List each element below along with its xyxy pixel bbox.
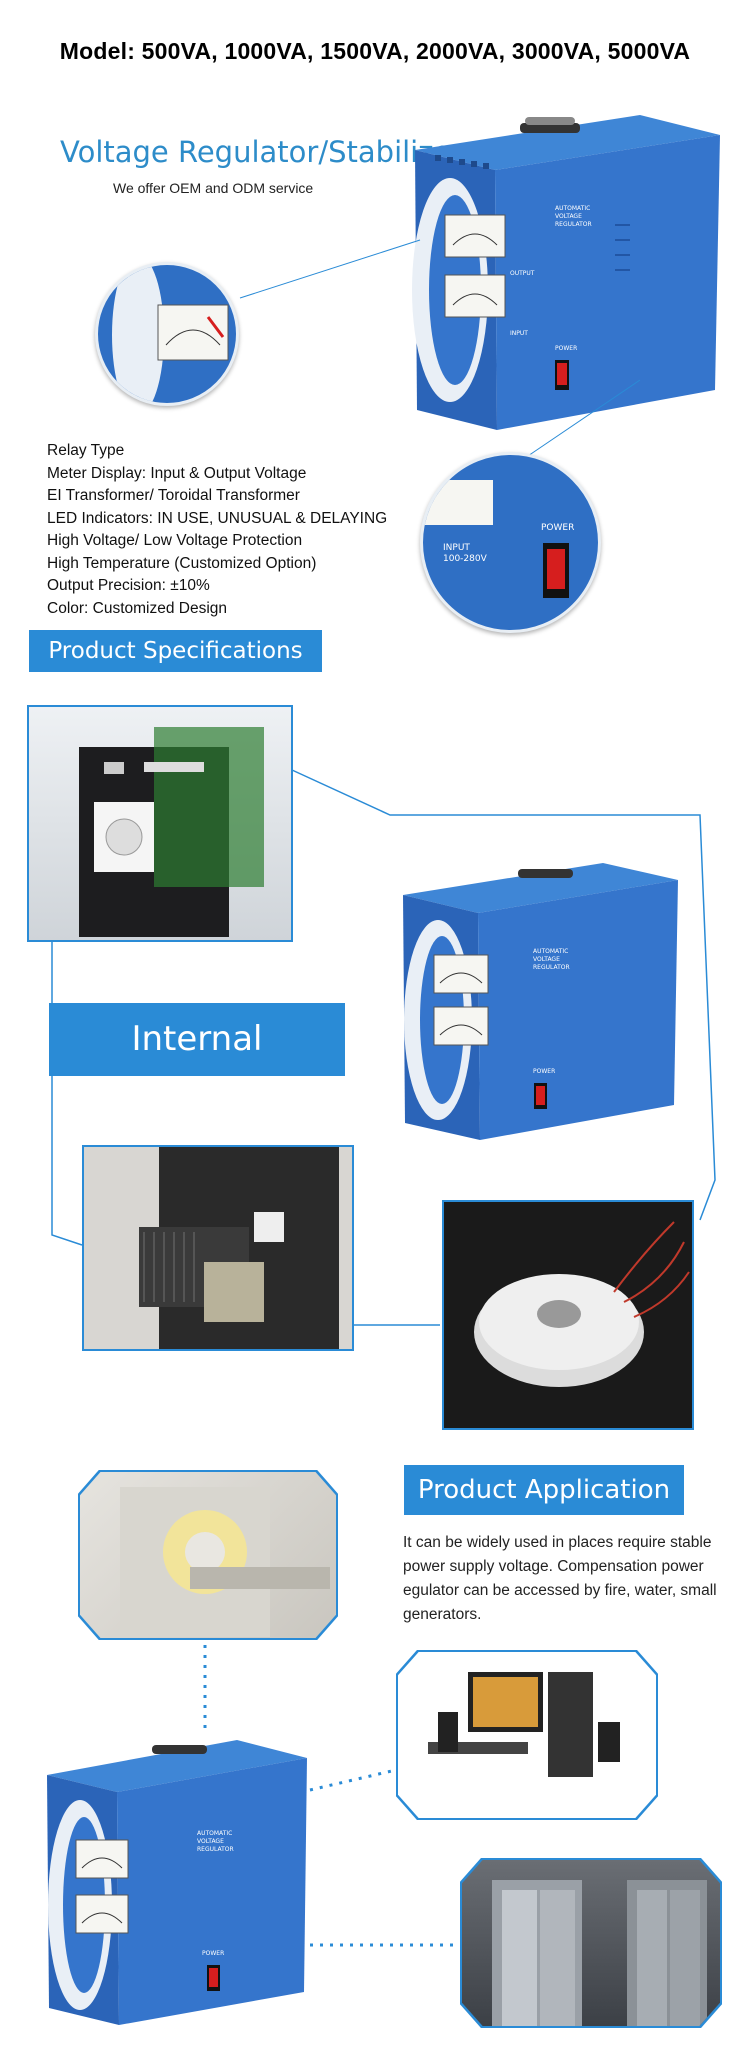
internal-structure-heading: Internal Structure: [49, 1003, 345, 1132]
specifications-heading: Product Specifications: [29, 630, 322, 672]
feature-list: Relay Type Meter Display: Input & Output…: [47, 440, 387, 620]
feature-item: High Voltage/ Low Voltage Protection: [47, 532, 303, 549]
svg-text:REGULATOR: REGULATOR: [197, 1846, 234, 1853]
medical-scanner-image: [78, 1470, 338, 1640]
svg-text:INPUT: INPUT: [510, 330, 528, 337]
model-line: Model: 500VA, 1000VA, 1500VA, 2000VA, 30…: [59, 38, 691, 64]
product-subtitle: We offer OEM and ODM service: [113, 180, 314, 196]
svg-text:POWER: POWER: [541, 523, 574, 533]
svg-text:AUTOMATIC: AUTOMATIC: [197, 1830, 232, 1837]
application-heading: Product Application: [404, 1465, 684, 1515]
svg-text:REGULATOR: REGULATOR: [555, 221, 592, 228]
application-description: It can be widely used in places require …: [403, 1534, 717, 1623]
svg-text:POWER: POWER: [202, 1950, 224, 1957]
svg-text:VOLTAGE: VOLTAGE: [533, 956, 560, 963]
meter-closeup-image: [95, 262, 239, 406]
feature-item: Meter Display: Input & Output Voltage: [47, 464, 307, 482]
feature-item: Color: Customized Design: [47, 599, 228, 617]
svg-text:INPUT: INPUT: [443, 543, 470, 553]
back-panel-image: [27, 705, 293, 942]
device-image: AUTOMATIC VOLTAGE REGULATOR POWER: [403, 863, 678, 1140]
feature-item: Output Precision: ±10%: [47, 577, 210, 594]
device-image-bottom: AUTOMATIC VOLTAGE REGULATOR POWER: [47, 1740, 307, 2025]
svg-text:VOLTAGE: VOLTAGE: [197, 1838, 224, 1845]
computer-image: [396, 1650, 658, 1820]
ei-transformer-image: [82, 1145, 354, 1351]
svg-text:AUTOMATIC: AUTOMATIC: [555, 205, 590, 212]
svg-text:OUTPUT: OUTPUT: [510, 270, 535, 277]
power-closeup-image: INPUT 100-280V POWER: [420, 452, 601, 633]
elevator-image: [460, 1858, 722, 2028]
svg-text:100-280V: 100-280V: [443, 554, 488, 564]
feature-item: High Temperature (Customized Option): [47, 554, 317, 572]
feature-item: LED Indicators: IN USE, UNUSUAL & DELAYI…: [47, 509, 388, 527]
svg-text:POWER: POWER: [533, 1068, 555, 1075]
svg-text:AUTOMATIC: AUTOMATIC: [533, 948, 568, 955]
toroidal-transformer-image: [442, 1200, 694, 1430]
hero-device-image: AUTOMATIC VOLTAGE REGULATOR OUTPUT INPUT…: [412, 115, 720, 430]
feature-item: EI Transformer/ Toroidal Transformer: [47, 487, 300, 504]
svg-text:VOLTAGE: VOLTAGE: [555, 213, 582, 220]
product-title: Voltage Regulator/Stabilize: [60, 135, 452, 169]
svg-text:REGULATOR: REGULATOR: [533, 964, 570, 971]
svg-text:POWER: POWER: [555, 345, 577, 352]
feature-item: Relay Type: [47, 442, 125, 459]
